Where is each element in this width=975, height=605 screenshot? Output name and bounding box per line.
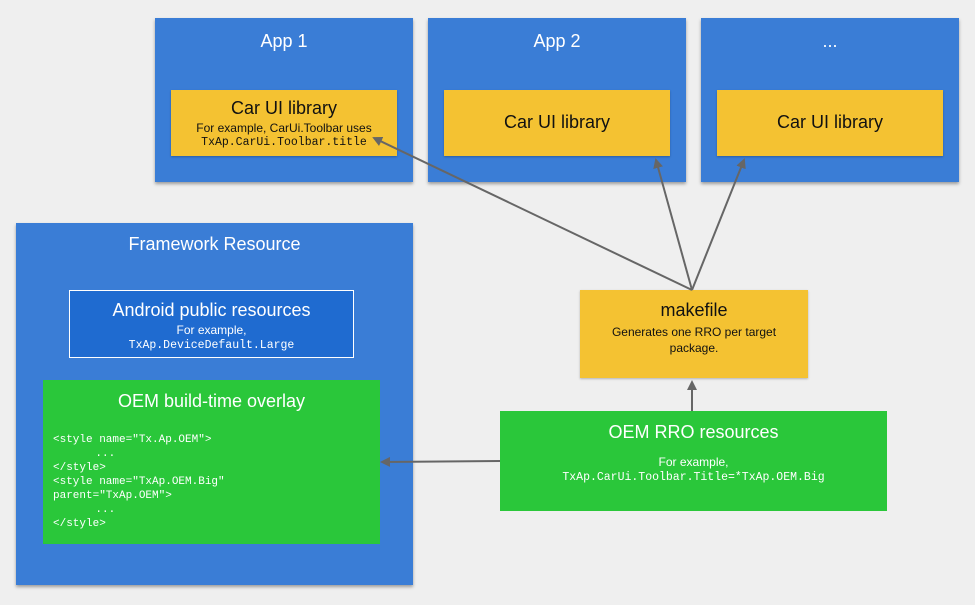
code-line: parent="TxAp.OEM"> <box>53 490 172 502</box>
oem-overlay-code: <style name="Tx.Ap.OEM"> ... </style> <s… <box>53 433 225 531</box>
car-ui-library-app-2: Car UI library <box>444 90 670 156</box>
oem-rro-resources-code: TxAp.CarUi.Toolbar.Title=*TxAp.OEM.Big <box>562 471 825 484</box>
car-ui-library-code: TxAp.CarUi.Toolbar.title <box>201 136 367 149</box>
app-more-title: ... <box>822 31 838 51</box>
app-2-box: App 2 Car UI library <box>428 18 686 182</box>
arrow-rro-to-oem-overlay <box>380 456 501 467</box>
framework-resource-title: Framework Resource <box>128 234 301 254</box>
code-line: <style name="TxAp.OEM.Big" <box>53 476 225 488</box>
car-ui-library-title: Car UI library <box>230 98 337 118</box>
arrow-makefile-to-app-1 <box>372 136 693 291</box>
car-ui-library-title: Car UI library <box>503 112 610 132</box>
android-public-resources-code: TxAp.DeviceDefault.Large <box>128 339 295 352</box>
makefile-title: makefile <box>660 300 728 320</box>
code-line: </style> <box>53 462 106 474</box>
app-1-box: App 1 Car UI library For example, CarUi.… <box>155 18 413 182</box>
makefile-box: makefile Generates one RRO per target pa… <box>580 290 808 378</box>
app-1-title: App 1 <box>260 31 308 51</box>
framework-resource-box: Framework Resource Android public resour… <box>16 223 413 585</box>
code-line: <style name="Tx.Ap.OEM"> <box>53 434 212 446</box>
car-ui-library-app-1: Car UI library For example, CarUi.Toolba… <box>171 90 397 156</box>
android-public-resources-title: Android public resources <box>112 300 311 320</box>
android-public-resources-example: For example, <box>176 323 247 337</box>
arrow-makefile-to-app-2 <box>653 158 693 291</box>
code-line: ... <box>69 504 116 516</box>
car-ui-library-title: Car UI library <box>776 112 883 132</box>
car-ui-library-app-more: Car UI library <box>717 90 943 156</box>
oem-rro-resources-example: For example, <box>658 455 729 469</box>
arrow-makefile-to-app-more <box>691 158 746 291</box>
code-line: ... <box>69 448 116 460</box>
app-more-box: ... Car UI library <box>701 18 959 182</box>
makefile-desc-line-2: package. <box>669 341 719 355</box>
oem-build-time-overlay-box: OEM build-time overlay <style name="Tx.A… <box>43 380 380 544</box>
code-line: </style> <box>53 518 106 530</box>
oem-rro-resources-title: OEM RRO resources <box>608 422 779 442</box>
app-2-title: App 2 <box>533 31 581 51</box>
car-ui-library-example: For example, CarUi.Toolbar uses <box>196 121 372 135</box>
oem-build-time-overlay-title: OEM build-time overlay <box>117 391 306 411</box>
oem-rro-resources-box: OEM RRO resources For example, TxAp.CarU… <box>500 411 887 511</box>
makefile-desc-line-1: Generates one RRO per target <box>611 325 777 339</box>
android-public-resources-box: Android public resources For example, Tx… <box>69 290 354 358</box>
